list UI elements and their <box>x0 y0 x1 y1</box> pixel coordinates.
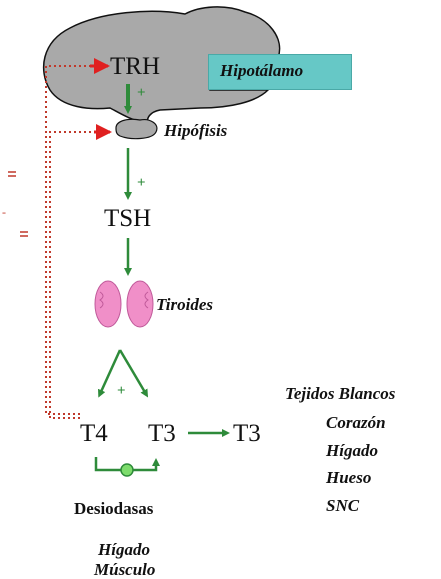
tejidos-blancos-title: Tejidos Blancos <box>285 385 395 402</box>
tsh-label: TSH <box>104 206 151 231</box>
target-item-higado: Hígado <box>326 442 378 459</box>
pituitary-shape <box>116 119 157 138</box>
t4-label: T4 <box>80 421 108 446</box>
hipotalamo-label: Hipotálamo <box>220 62 303 79</box>
stimulation-sign-3: + <box>117 384 126 399</box>
deiodinase-node <box>121 464 133 476</box>
stimulation-sign-1: + <box>137 86 146 101</box>
target-item-corazon: Corazón <box>326 414 386 431</box>
hipofisis-label: Hipófisis <box>164 122 227 139</box>
t3-target-label: T3 <box>233 421 261 446</box>
desiodasas-label: Desiodasas <box>74 500 153 517</box>
stimulation-sign-2: + <box>137 176 146 191</box>
target-item-hueso: Hueso <box>326 469 371 486</box>
desiodasas-site-higado: Hígado <box>98 541 150 558</box>
t3-label: T3 <box>148 421 176 446</box>
desiodasas-site-musculo: Músculo <box>94 561 155 578</box>
thyroid-gland <box>95 281 153 327</box>
inhibition-sign-1: - <box>2 206 6 218</box>
tiroides-label: Tiroides <box>156 296 213 313</box>
negative-feedback-loop <box>46 66 104 418</box>
inhibition-marks <box>8 172 28 236</box>
target-item-snc: SNC <box>326 497 359 514</box>
trh-label: TRH <box>110 54 160 79</box>
